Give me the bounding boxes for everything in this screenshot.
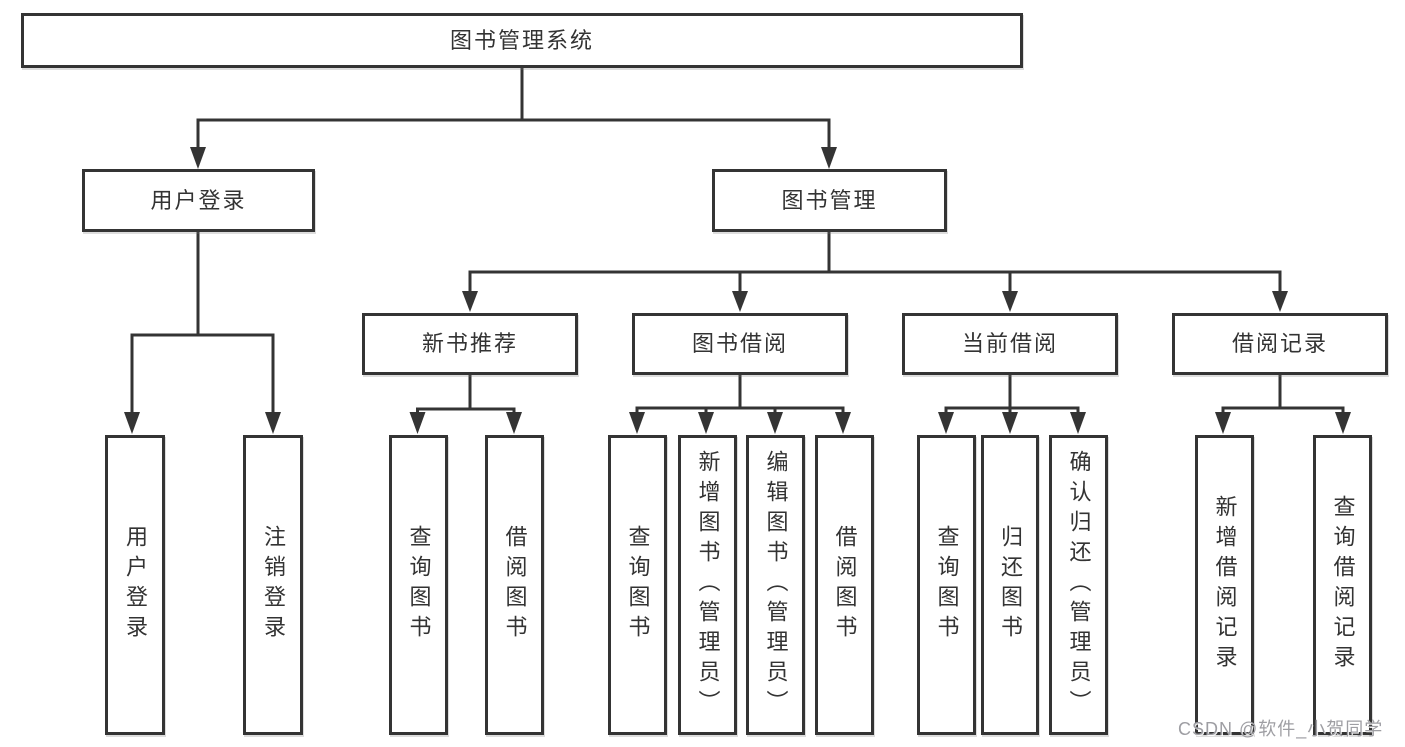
leaf-borrowing-add-books-admin: 新增图书（管理员） xyxy=(678,435,737,735)
leaf-records-query-record: 查询借阅记录 xyxy=(1313,435,1372,735)
node-new-book-recommend: 新书推荐 xyxy=(362,313,578,375)
leaf-borrowing-borrow-books: 借阅图书 xyxy=(815,435,874,735)
node-book-management: 图书管理 xyxy=(712,169,947,232)
leaf-borrowing-edit-books-admin: 编辑图书（管理员） xyxy=(746,435,805,735)
leaf-recommend-query-books: 查询图书 xyxy=(389,435,448,735)
leaf-current-confirm-return-admin: 确认归还（管理员） xyxy=(1049,435,1108,735)
leaf-recommend-borrow-books: 借阅图书 xyxy=(485,435,544,735)
leaf-logout: 注销登录 xyxy=(243,435,303,735)
node-borrowing-records: 借阅记录 xyxy=(1172,313,1388,375)
node-book-borrowing: 图书借阅 xyxy=(632,313,848,375)
node-root-system: 图书管理系统 xyxy=(21,13,1023,68)
leaf-current-return-books: 归还图书 xyxy=(981,435,1039,735)
node-current-borrowing: 当前借阅 xyxy=(902,313,1118,375)
node-user-login: 用户登录 xyxy=(82,169,315,232)
leaf-borrowing-query-books: 查询图书 xyxy=(608,435,667,735)
leaf-user-login: 用户登录 xyxy=(105,435,165,735)
csdn-watermark: CSDN @软件_小贺同学 xyxy=(1178,719,1384,739)
leaf-records-add-record: 新增借阅记录 xyxy=(1195,435,1254,735)
leaf-current-query-books: 查询图书 xyxy=(917,435,976,735)
